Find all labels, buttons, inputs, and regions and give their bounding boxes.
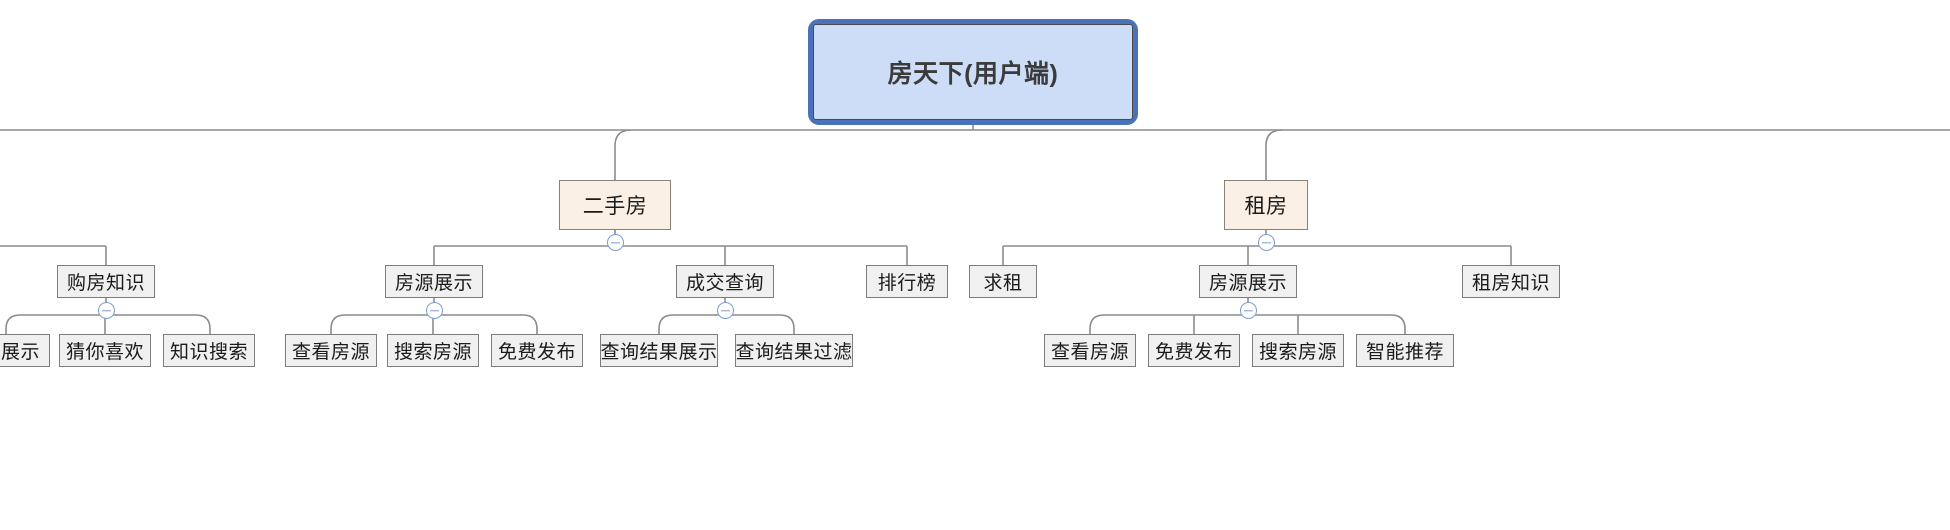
node-goufangzhishi[interactable]: 购房知识 xyxy=(57,265,155,298)
minus-circle-icon-chengjiaochaxun[interactable] xyxy=(717,302,734,319)
leaf-chakan-fangyuan-zufang[interactable]: 查看房源 xyxy=(1044,334,1136,367)
minus-circle-icon-fangyuanzhanshi-ershou[interactable] xyxy=(426,302,443,319)
leaf-chakan-fangyuan-ershou[interactable]: 查看房源 xyxy=(285,334,377,367)
minus-circle-icon-goufangzhishi[interactable] xyxy=(98,302,115,319)
leaf-zhineng-tuijian[interactable]: 智能推荐 xyxy=(1356,334,1454,367)
node-ershoufang[interactable]: 二手房 xyxy=(559,180,671,230)
leaf-chaxun-jieguo-zhanshi[interactable]: 查询结果展示 xyxy=(600,334,718,367)
minus-circle-icon-ershoufang[interactable] xyxy=(607,234,624,251)
node-zufang[interactable]: 租房 xyxy=(1224,180,1308,230)
leaf-zhanshi-clipped[interactable]: 展示 xyxy=(0,334,50,367)
minus-circle-icon-zufang[interactable] xyxy=(1258,234,1275,251)
leaf-sousuo-fangyuan-zufang[interactable]: 搜索房源 xyxy=(1252,334,1344,367)
leaf-mianfei-fabu-zufang[interactable]: 免费发布 xyxy=(1148,334,1240,367)
node-qiuzu[interactable]: 求租 xyxy=(969,265,1037,298)
leaf-zhishi-sousuo[interactable]: 知识搜索 xyxy=(163,334,255,367)
node-paihangbang[interactable]: 排行榜 xyxy=(866,265,948,298)
node-zufangzhishi[interactable]: 租房知识 xyxy=(1462,265,1560,298)
leaf-mianfei-fabu-ershou[interactable]: 免费发布 xyxy=(491,334,583,367)
leaf-chaxun-jieguo-guolv[interactable]: 查询结果过滤 xyxy=(735,334,853,367)
leaf-caini-xihuan[interactable]: 猜你喜欢 xyxy=(59,334,151,367)
minus-circle-icon-fangyuanzhanshi-zufang[interactable] xyxy=(1240,302,1257,319)
node-root[interactable]: 房天下(用户端) xyxy=(813,24,1133,120)
node-fangyuanzhanshi-ershou[interactable]: 房源展示 xyxy=(385,265,483,298)
node-chengjiaochaxun[interactable]: 成交查询 xyxy=(676,265,774,298)
node-fangyuanzhanshi-zufang[interactable]: 房源展示 xyxy=(1199,265,1297,298)
leaf-sousuo-fangyuan-ershou[interactable]: 搜索房源 xyxy=(387,334,479,367)
